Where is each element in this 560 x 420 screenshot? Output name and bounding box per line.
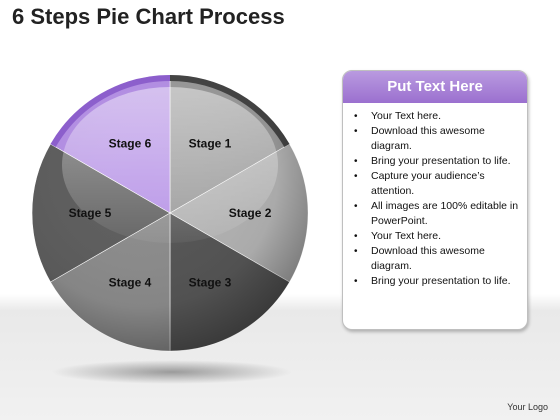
- text-box-header: Put Text Here: [343, 71, 527, 103]
- text-box: Put Text Here • Your Text here. • Download …: [342, 70, 528, 330]
- stage-label-6: Stage 6: [109, 137, 152, 151]
- text-box-item: • Bring your presentation to life.: [343, 154, 521, 169]
- text-box-item: • Download this awesome diagram.: [343, 244, 521, 274]
- text-box-item: • Your Text here.: [343, 229, 521, 244]
- text-box-item: • Your Text here.: [343, 109, 521, 124]
- text-box-item-text: Download this awesome diagram.: [371, 125, 485, 152]
- bullet-icon: •: [354, 156, 358, 167]
- text-box-item-text: Your Text here.: [371, 110, 442, 122]
- stage-label-3: Stage 3: [189, 275, 232, 289]
- bullet-icon: •: [354, 171, 358, 182]
- text-box-item-text: All images are 100% editable in PowerPoi…: [371, 200, 519, 227]
- stage-label-1: Stage 1: [189, 137, 232, 151]
- text-box-item-text: Bring your presentation to life.: [371, 275, 511, 287]
- stage-label-5: Stage 5: [69, 206, 112, 220]
- bullet-icon: •: [354, 231, 358, 242]
- page-title: 6 Steps Pie Chart Process: [12, 4, 285, 29]
- text-box-item: • Capture your audience’s attention.: [343, 169, 521, 199]
- bullet-icon: •: [354, 111, 358, 122]
- text-box-item: • Download this awesome diagram.: [343, 124, 521, 154]
- pie-shadow: [52, 360, 292, 384]
- text-box-item-text: Bring your presentation to life.: [371, 155, 511, 167]
- bullet-icon: •: [354, 246, 358, 257]
- stage-label-4: Stage 4: [109, 275, 152, 289]
- pie-gloss: [62, 87, 278, 243]
- bullet-icon: •: [354, 201, 358, 212]
- logo-text: Your Logo: [507, 402, 548, 412]
- bullet-icon: •: [354, 276, 358, 287]
- bullet-icon: •: [354, 126, 358, 137]
- text-box-item-text: Download this awesome diagram.: [371, 245, 485, 272]
- text-box-list: • Your Text here. • Download this awesome d…: [343, 109, 527, 289]
- text-box-item-text: Your Text here.: [371, 230, 442, 242]
- text-box-item-text: Capture your audience’s attention.: [371, 170, 485, 197]
- text-box-item: • All images are 100% editable in PowerPo…: [343, 199, 521, 229]
- text-box-item: • Bring your presentation to life.: [343, 274, 521, 289]
- stage-label-2: Stage 2: [229, 206, 272, 220]
